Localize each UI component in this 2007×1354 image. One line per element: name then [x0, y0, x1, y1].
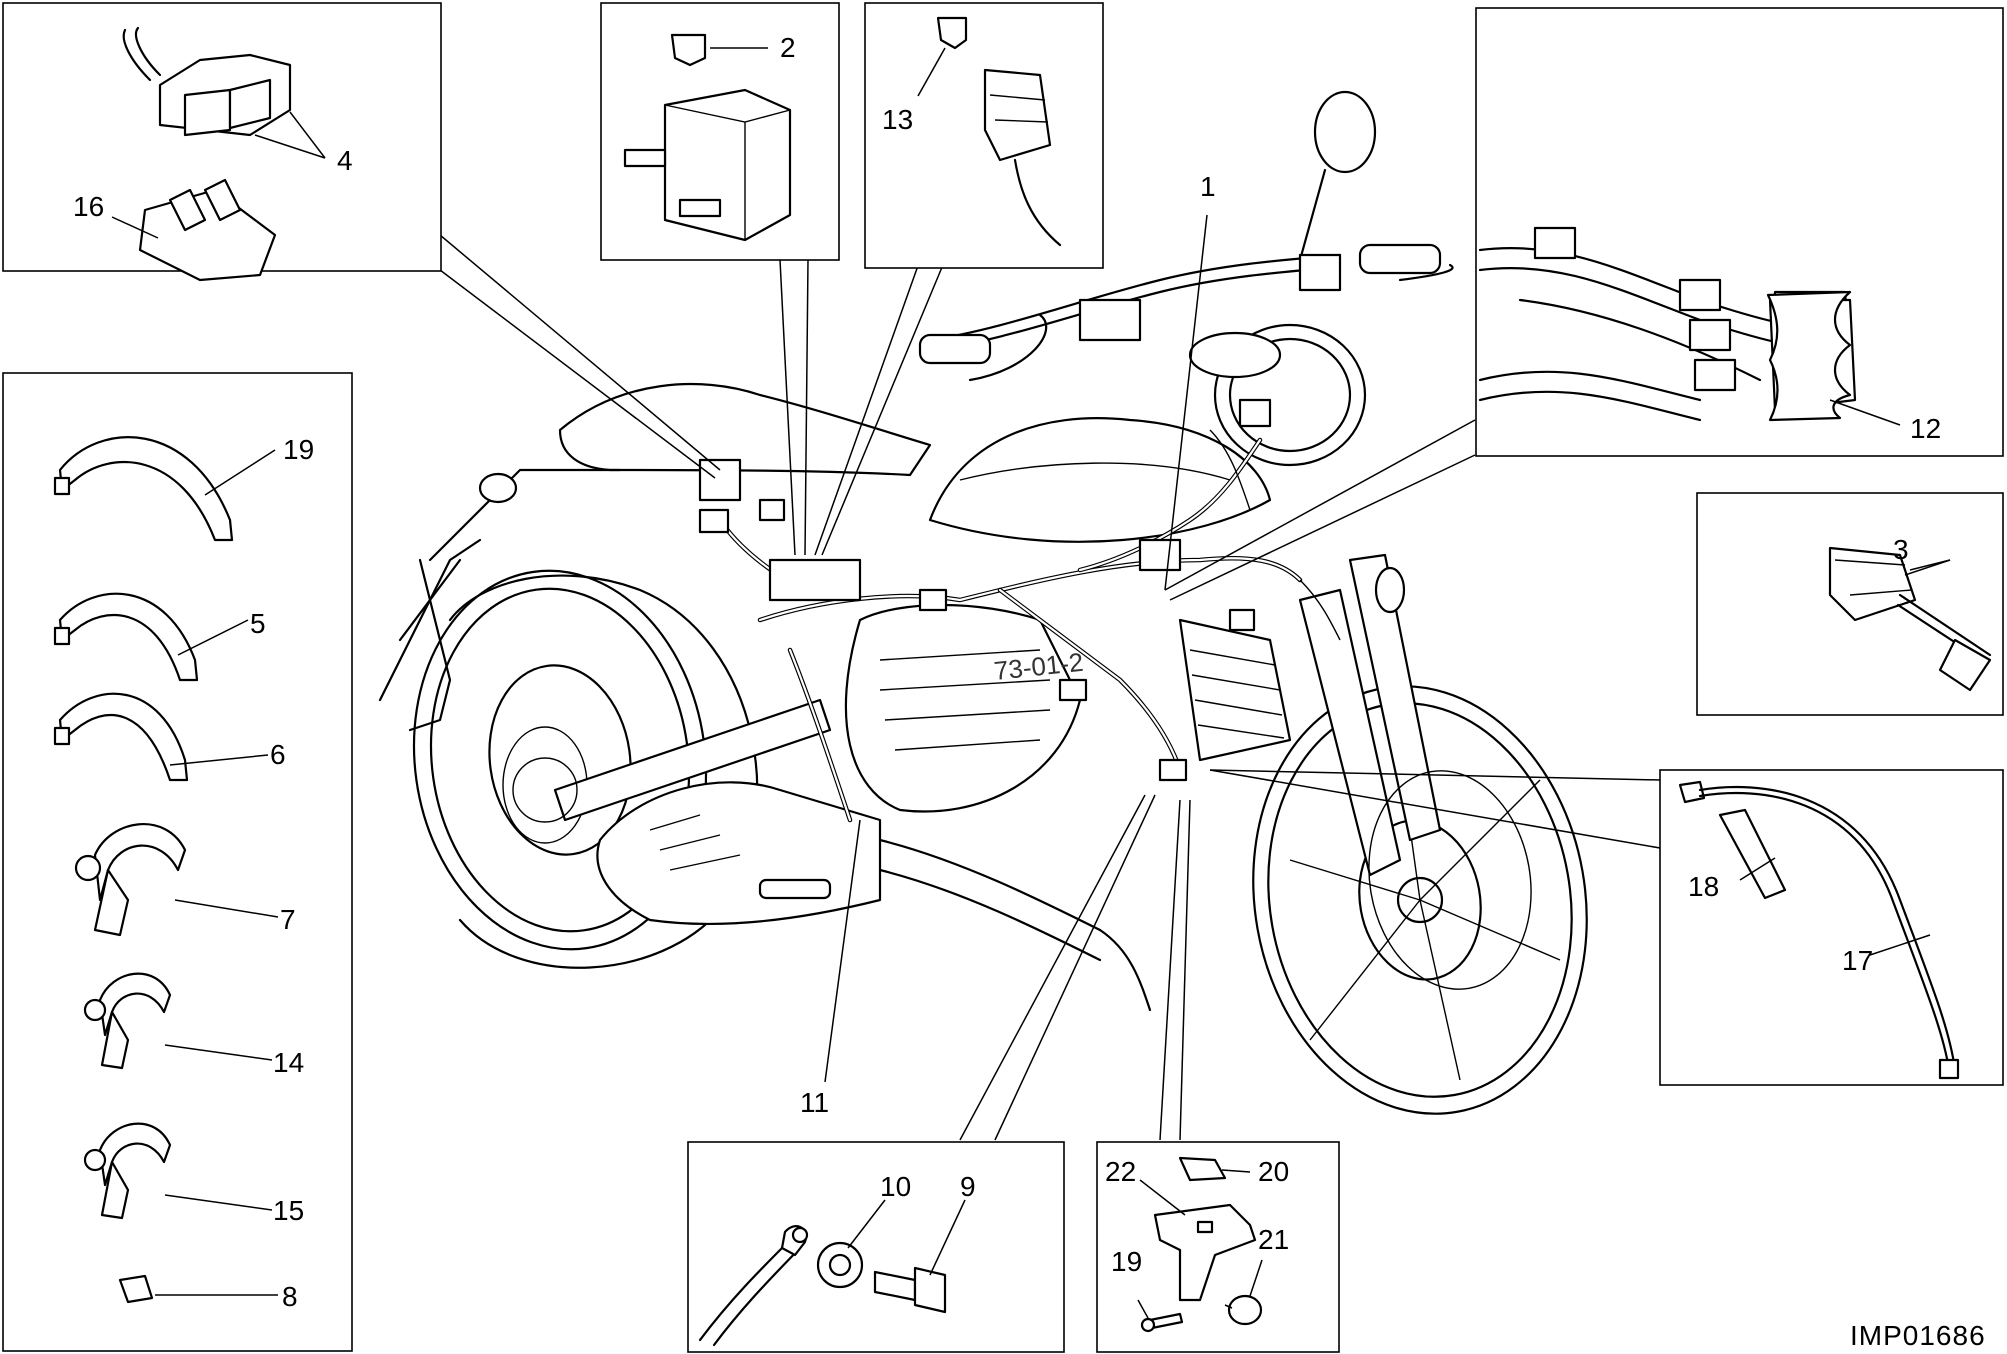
label-5: 5: [250, 608, 266, 639]
label-18: 18: [1688, 871, 1719, 902]
label-22: 22: [1105, 1156, 1136, 1187]
label-4: 4: [337, 145, 353, 176]
label-1: 1: [1200, 171, 1216, 202]
label-8: 8: [282, 1281, 298, 1312]
detail-box-ground-bolt: [687, 1141, 1065, 1353]
label-14: 14: [273, 1047, 304, 1078]
motorcycle-illustration: [378, 90, 1588, 1115]
detail-box-bracket: [1096, 1141, 1340, 1353]
detail-box-connector-cap: [1696, 492, 2004, 716]
label-19-tie: 19: [283, 434, 314, 465]
label-7: 7: [280, 904, 296, 935]
label-9: 9: [960, 1171, 976, 1202]
detail-box-cable-ties: [2, 372, 353, 1352]
detail-box-relays: [2, 2, 442, 282]
label-13: 13: [882, 104, 913, 135]
label-15: 15: [273, 1195, 304, 1226]
label-6: 6: [270, 739, 286, 770]
label-21: 21: [1258, 1224, 1289, 1255]
leader-lines: [439, 214, 1661, 1141]
label-11: 11: [800, 1087, 829, 1118]
detail-box-connector-holder: [1475, 7, 2004, 457]
detail-box-sensor-cable: [1659, 769, 2004, 1086]
label-20: 20: [1258, 1156, 1289, 1187]
label-16: 16: [73, 191, 104, 222]
detail-box-fuse-connector: [864, 2, 1104, 269]
label-2: 2: [780, 32, 796, 63]
diagram-code: IMP01686: [1850, 1320, 1986, 1351]
main-wiring-harness: [698, 253, 1342, 823]
label-12: 12: [1910, 413, 1941, 444]
label-3: 3: [1893, 534, 1909, 565]
label-10: 10: [880, 1171, 911, 1202]
label-19-screw: 19: [1111, 1246, 1142, 1277]
detail-box-fuse-relay: [600, 2, 840, 261]
label-17: 17: [1842, 945, 1873, 976]
